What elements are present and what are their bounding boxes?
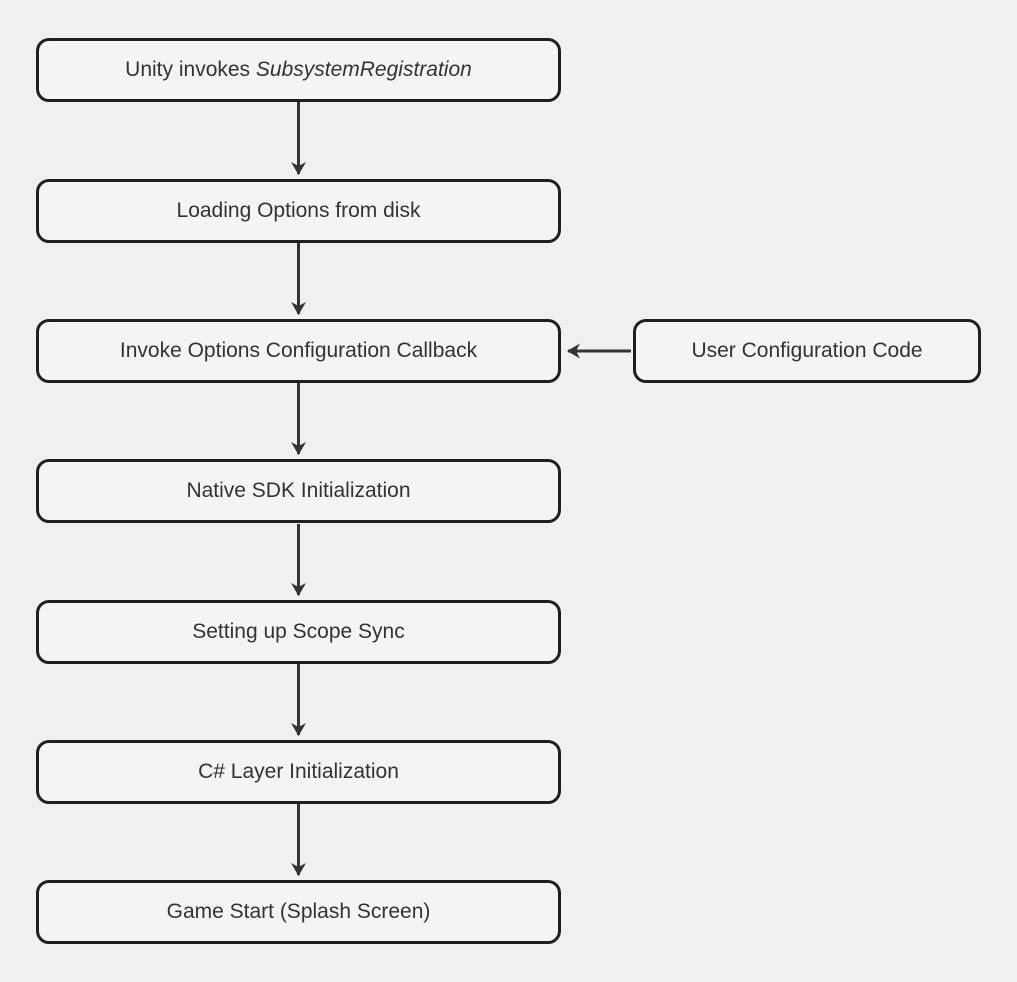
node-loading-options-from-disk: Loading Options from disk (36, 179, 561, 243)
node-label-text: Unity invokes (125, 58, 256, 82)
node-label: Loading Options from disk (176, 199, 421, 223)
node-label-italic-text: SubsystemRegistration (255, 58, 472, 82)
node-native-sdk-initialization: Native SDK Initialization (36, 459, 561, 523)
node-csharp-layer-initialization: C# Layer Initialization (36, 740, 561, 804)
node-invoke-options-configuration-callback: Invoke Options Configuration Callback (36, 319, 561, 383)
node-user-configuration-code: User Configuration Code (633, 319, 981, 383)
node-label: Invoke Options Configuration Callback (119, 339, 478, 363)
node-label: Unity invokes SubsystemRegistration (125, 57, 472, 82)
node-label: Setting up Scope Sync (192, 620, 405, 644)
node-unity-invokes-subsystem-registration: Unity invokes SubsystemRegistration (36, 38, 561, 102)
node-game-start-splash-screen: Game Start (Splash Screen) (36, 880, 561, 944)
node-label: Native SDK Initialization (186, 479, 411, 503)
node-setting-up-scope-sync: Setting up Scope Sync (36, 600, 561, 664)
node-label: Game Start (Splash Screen) (166, 900, 431, 924)
node-label: C# Layer Initialization (198, 760, 399, 784)
node-label: User Configuration Code (691, 339, 923, 363)
